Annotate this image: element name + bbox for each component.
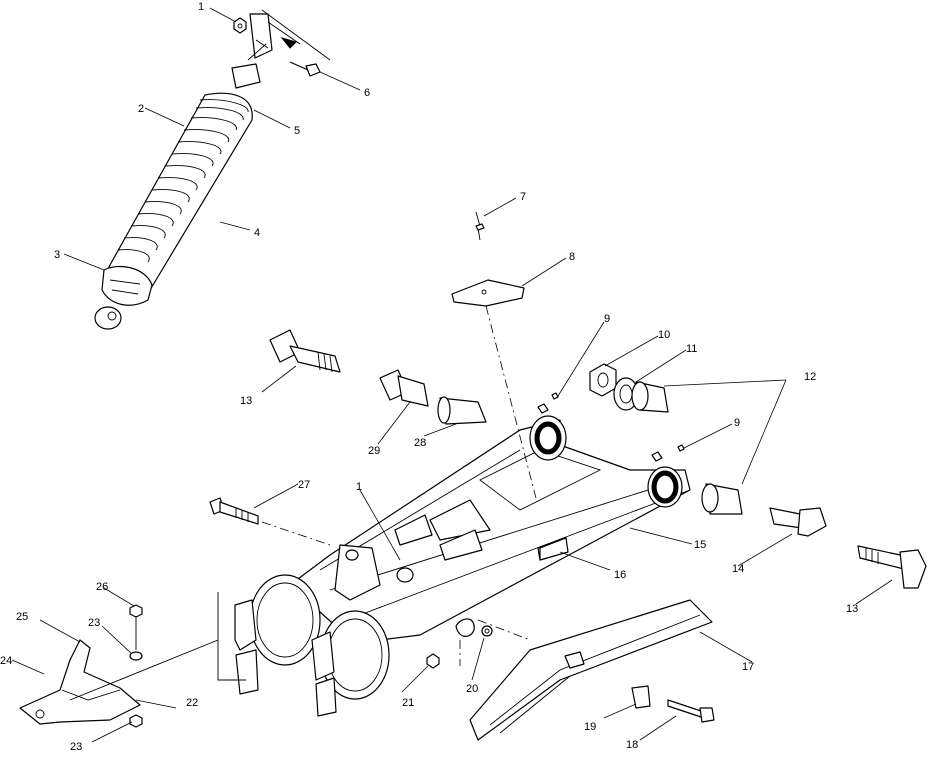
callout-17: 17: [742, 661, 754, 673]
nut-10: [589, 363, 617, 397]
callout-8: 8: [569, 251, 575, 263]
callout-29: 29: [368, 445, 380, 457]
nut-23-lower: [129, 714, 143, 728]
callout-18: 18: [626, 739, 638, 751]
callout-5: 5: [294, 125, 300, 137]
callout-20: 20: [466, 683, 478, 695]
callout-9-upper: 9: [604, 313, 610, 325]
grease-fittings-9: [537, 392, 685, 462]
bolt-18: [667, 699, 715, 723]
washer-23-upper: [129, 651, 143, 661]
callout-16: 16: [614, 569, 626, 581]
bushing-29: [379, 369, 429, 407]
axle-housing-right: [311, 610, 390, 717]
bolt-26: [129, 604, 143, 650]
callout-23-upper: 23: [88, 617, 100, 629]
callout-1-top: 1: [198, 1, 204, 13]
callout-7: 7: [520, 191, 526, 203]
hook-part-20: [455, 618, 475, 637]
bracket-24-25: [19, 639, 141, 725]
spacer-19: [631, 685, 651, 709]
callout-15: 15: [694, 539, 706, 551]
callout-22: 22: [186, 697, 198, 709]
callout-28: 28: [414, 437, 426, 449]
bolt-part-1-top: [233, 17, 247, 34]
callout-11: 11: [686, 343, 697, 355]
decal-part-16: [539, 537, 569, 561]
washer-20: [481, 625, 493, 637]
leader-lines: [11, 7, 893, 743]
pivot-bolt-13-left: [269, 329, 341, 373]
torque-stop-bracket: [334, 544, 414, 601]
bushing-12-upper: [631, 381, 669, 413]
nut-21: [426, 653, 440, 669]
coil-spring: [106, 92, 253, 294]
callout-25: 25: [16, 611, 28, 623]
callout-26: 26: [96, 581, 108, 593]
callout-13-left: 13: [240, 395, 252, 407]
callout-3: 3: [54, 249, 60, 261]
callout-2: 2: [138, 103, 144, 115]
callout-labels: 1 2 3 4 5 6 7 8 9 10 11 12 9 13 29 28 27…: [0, 1, 858, 753]
upper-mount-bracket: [249, 9, 331, 61]
bolt-part-6: [289, 61, 321, 77]
shock-absorber-assembly: [94, 43, 267, 330]
bushing-28: [437, 396, 487, 425]
callout-19: 19: [584, 721, 596, 733]
callout-12: 12: [804, 371, 816, 383]
callout-10: 10: [658, 329, 670, 341]
axle-housing-left: [234, 574, 321, 695]
plate-8: [451, 279, 525, 307]
bolt-7: [475, 211, 485, 241]
pivot-tube-front: [529, 415, 567, 461]
callout-14: 14: [732, 563, 744, 575]
swing-arm-frame: [289, 419, 691, 641]
callout-27: 27: [298, 479, 310, 491]
callout-13-right: 13: [846, 603, 858, 615]
pivot-bolt-13-right: [857, 545, 927, 589]
callout-1-mid: 1: [356, 481, 362, 493]
callout-4: 4: [254, 227, 260, 239]
callout-9-lower: 9: [734, 417, 740, 429]
rod-22: [69, 592, 246, 701]
bushing-12-lower: [701, 483, 743, 515]
callout-6: 6: [364, 87, 370, 99]
callout-23-lower: 23: [70, 741, 82, 753]
pivot-bolt-14: [769, 507, 827, 537]
alignment-lines: [261, 305, 537, 666]
callout-21: 21: [402, 697, 414, 709]
pivot-tube-rear: [647, 466, 683, 508]
chain-guide-17: [469, 599, 713, 741]
callout-24: 24: [0, 655, 12, 667]
bolt-27: [209, 497, 259, 525]
